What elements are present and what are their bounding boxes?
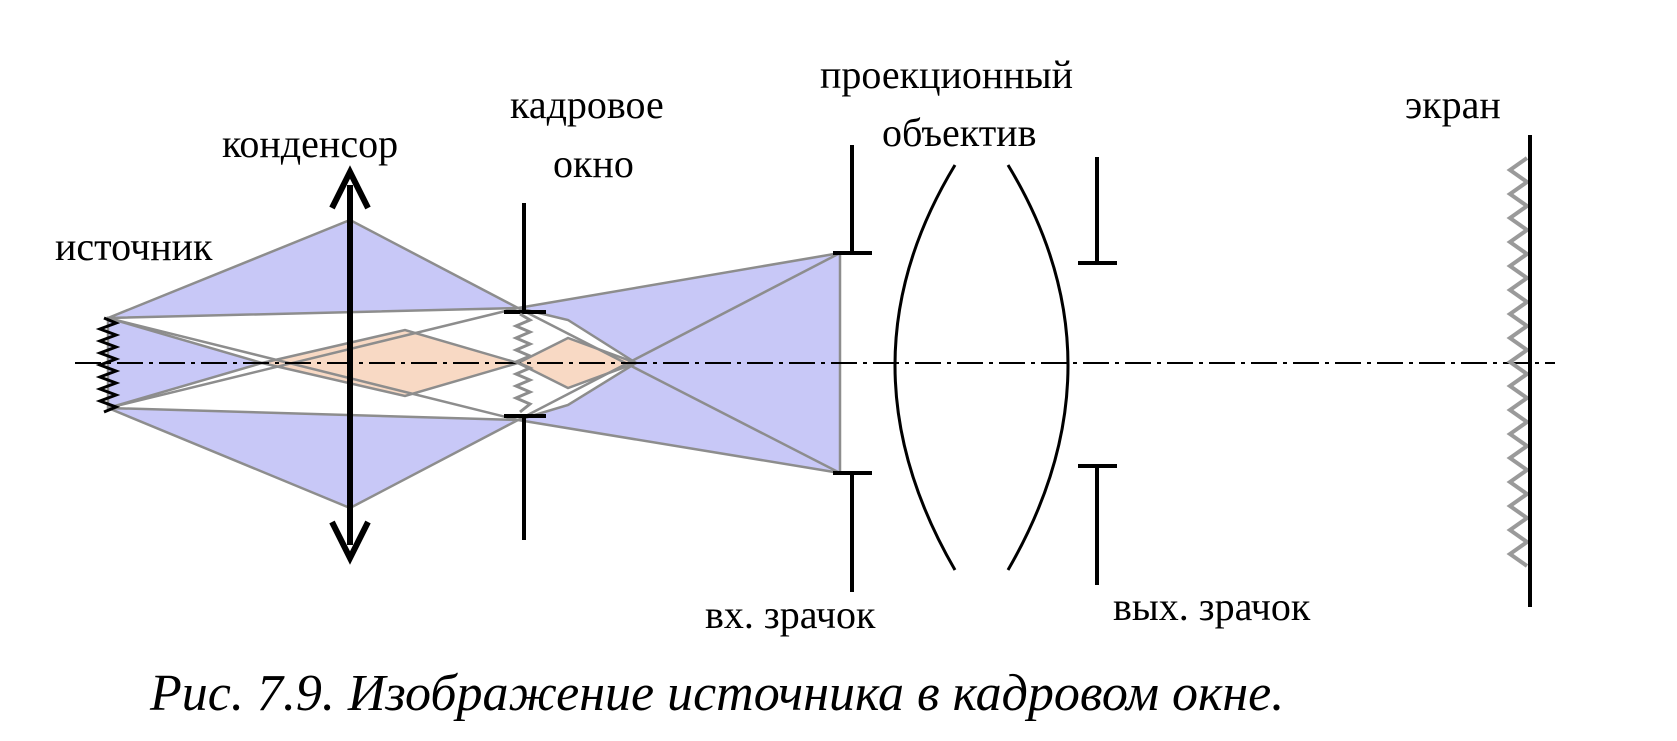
condenser-beam-lower: [107, 406, 523, 510]
double-arrow-lens-icon: [329, 165, 371, 565]
label-objective-line1: проекционный: [820, 52, 1073, 97]
label-screen: экран: [1405, 82, 1501, 127]
label-exit-pupil: вых. зрачок: [1113, 584, 1311, 629]
label-entrance-pupil: вх. зрачок: [705, 592, 876, 637]
figure-caption: Рис. 7.9. Изображение источника в кадров…: [149, 665, 1284, 722]
condenser-beam-upper: [107, 218, 523, 320]
label-frame-window-line1: кадровое: [510, 82, 664, 127]
label-source: источник: [55, 224, 213, 269]
ray-crossing-2: [107, 306, 519, 410]
label-frame-window-line2: окно: [553, 141, 634, 186]
entrance-pupil: [833, 145, 872, 592]
objective-lens: [893, 164, 1070, 571]
ray-crossing-1: [107, 316, 519, 422]
ray-to-pupil-lower: [517, 306, 841, 475]
zigzag-filament-icon: [95, 316, 121, 414]
label-objective-line2: объектив: [882, 110, 1036, 155]
exit-pupil: [1078, 157, 1117, 585]
zigzag-frame-icon: [512, 312, 534, 414]
label-condenser: конденсор: [222, 121, 398, 166]
ray-to-pupil-upper: [517, 251, 841, 422]
hatched-screen-icon: [1506, 135, 1532, 607]
frame-window: [504, 203, 546, 540]
